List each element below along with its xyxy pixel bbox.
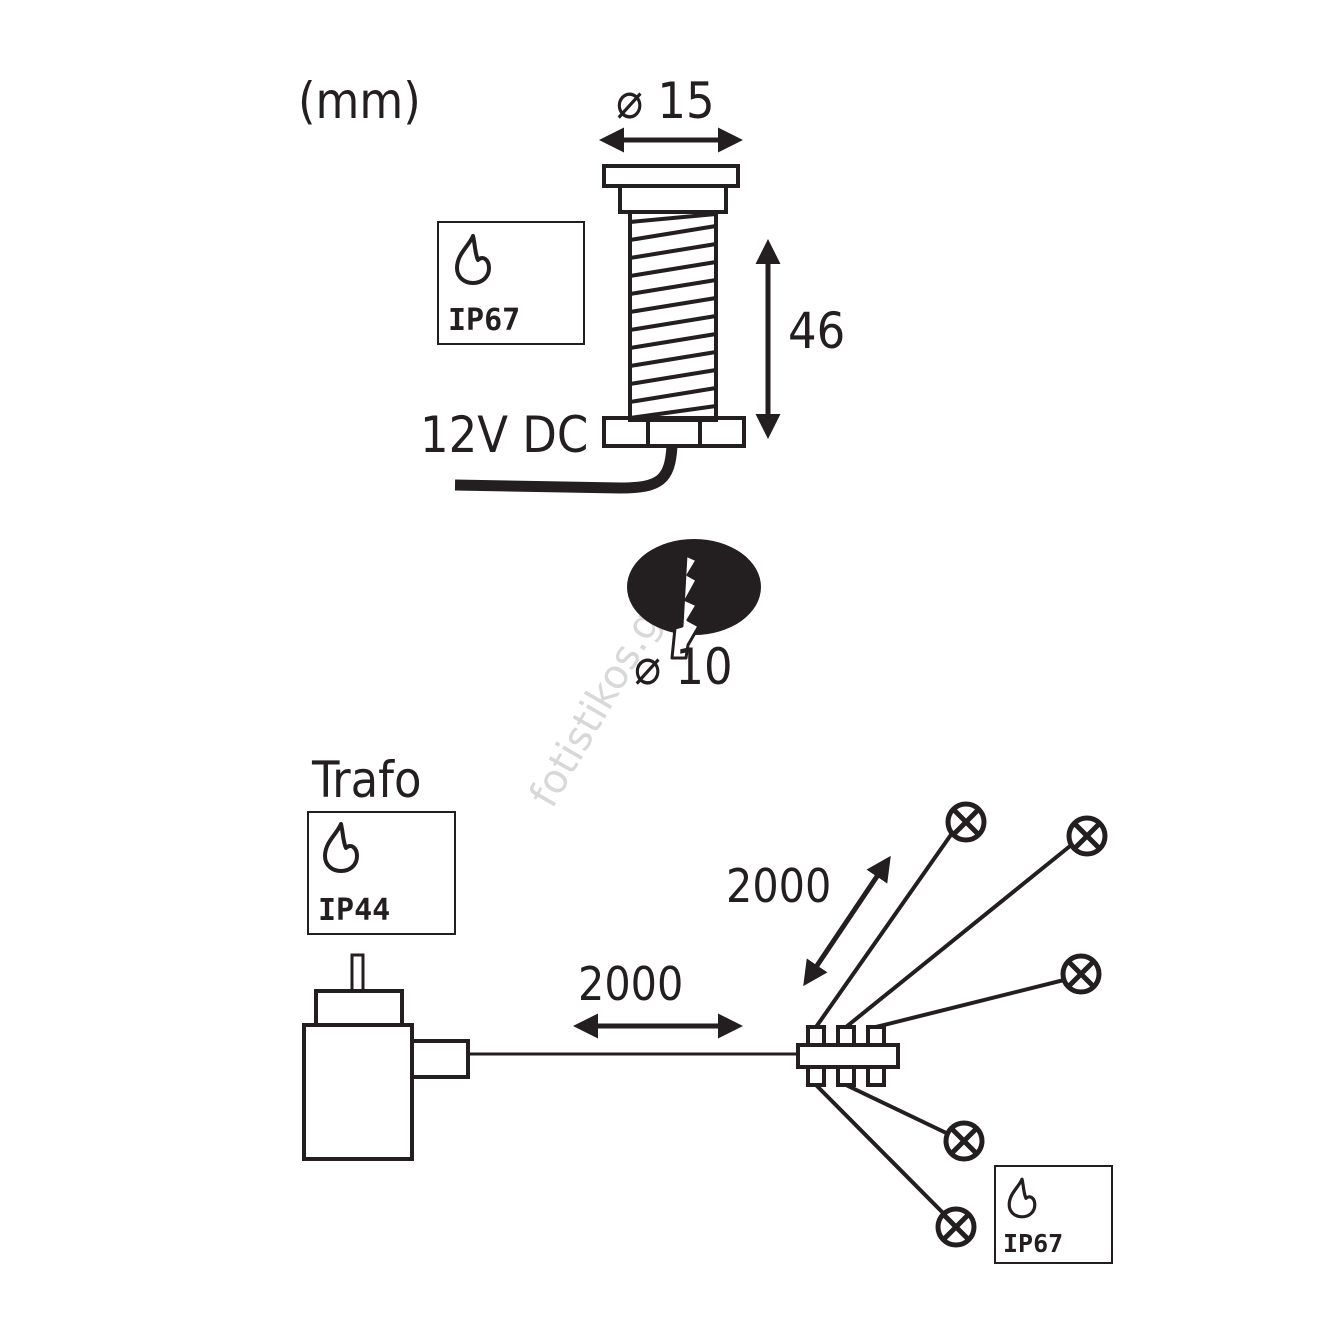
drill-hole-drawing: ⌀ 10 [627,539,761,696]
lamp-height-label: 46 [788,302,845,360]
transformer-ip-box: IP44 [307,811,456,935]
lights-ip-rating: IP67 [1003,1229,1063,1258]
drill-hole-diameter-label: ⌀ 10 [634,638,733,696]
drill-bit-icon [670,553,701,660]
branch-cable-length-arrow [803,855,891,987]
lamp-diameter-label: ⌀ 15 [616,72,715,130]
branch-cable-length-label: 2000 [726,859,831,913]
main-cable-length-label: 2000 [578,957,683,1011]
transformer-outlet [410,1039,470,1079]
water-drop-icon [1007,1177,1037,1219]
transformer-plug-pin [350,953,365,993]
lamp-symbol-icon [946,1123,982,1159]
lights-ip-box: IP67 [994,1165,1113,1264]
transformer-ip-rating: IP44 [318,893,390,928]
transformer-title: Trafo [311,751,422,809]
distributor [796,1025,900,1087]
transformer-body [302,1023,414,1161]
water-drop-icon [455,234,491,285]
lamp-drawing: ⌀ 15 46 1 [420,72,845,494]
transformer-drawing: Trafo IP44 [302,751,470,1161]
lamp-ip-rating: IP67 [448,303,520,338]
lamp-head [602,164,740,188]
lamp-ip-box: IP67 [437,221,585,345]
water-drop-icon [323,822,359,873]
lamp-symbol-icon [1063,956,1099,992]
lamp-thread-lines [629,212,717,420]
lamp-nut [602,416,746,448]
lamp-collar [618,184,728,214]
lamp-voltage-label: 12V DC [420,406,588,464]
unit-label: (mm) [298,72,421,130]
lamp-symbol-icon [948,804,984,840]
lamp-cable [454,445,678,494]
transformer-plug [314,989,404,1027]
lamp-symbol-icon [938,1209,974,1245]
lamp-symbol-icon [1069,818,1105,854]
